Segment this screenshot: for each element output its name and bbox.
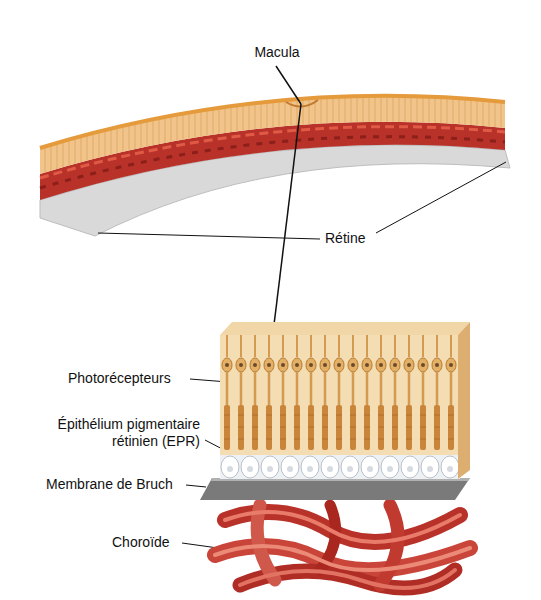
layer-label: Choroïde (112, 534, 182, 551)
layer-label: Photorécepteurs (68, 370, 188, 387)
layer-label: Membrane de Bruch (46, 476, 184, 493)
layer-label: Épithélium pigmentaire rétinien (EPR) (35, 416, 200, 450)
structure-label: Macula (242, 44, 312, 61)
structure-label: Rétine (325, 230, 385, 247)
